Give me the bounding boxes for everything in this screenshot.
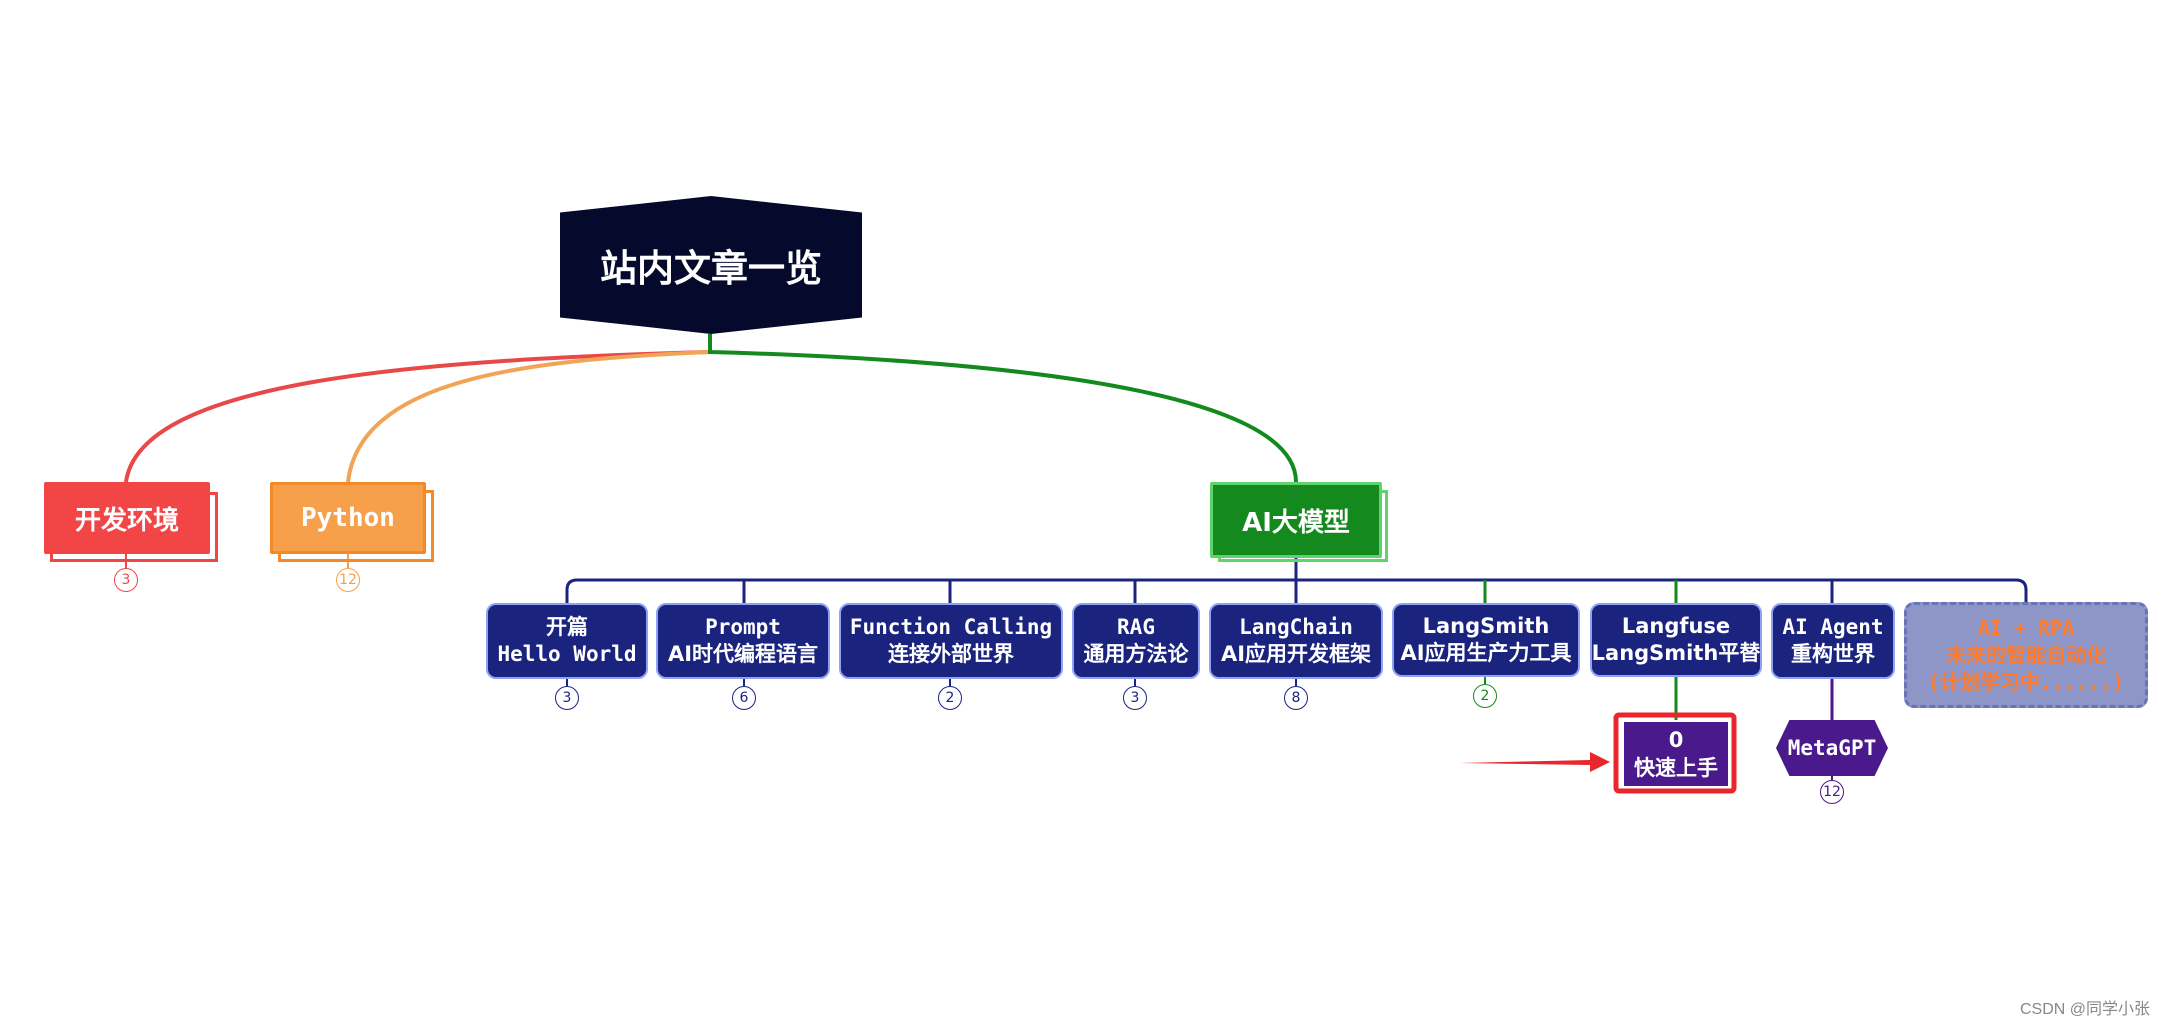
count-hello-world: 3 [555,686,579,710]
child-line2: 连接外部世界 [888,642,1014,666]
child-line2: 重构世界 [1791,642,1875,666]
grandchild-line2: 快速上手 [1634,756,1718,780]
child-ai-agent[interactable]: AI Agent 重构世界 [1771,603,1895,679]
child-line2: 通用方法论 [1083,642,1189,666]
grandchild-line1: 0 [1668,728,1684,752]
child-line2: AI时代编程语言 [667,642,819,666]
count-dev-env: 3 [114,568,138,592]
red-arrow [1460,752,1610,772]
count-langchain: 8 [1284,686,1308,710]
child-line1: Langfuse [1621,614,1731,638]
node-ai-models[interactable]: AI大模型 [1210,482,1382,558]
grandchild-metagpt[interactable]: MetaGPT [1776,720,1888,776]
watermark: CSDN @同学小张 [2019,1001,2150,1018]
child-line1: Function Calling [849,615,1053,639]
child-line2: 未来的智能自动化 [1946,642,2106,667]
child-line1: 开篇 [546,615,588,639]
count-python: 12 [336,568,360,592]
count-function-calling: 2 [938,686,962,710]
count-prompt: 6 [732,686,756,710]
child-line1: AI Agent [1782,615,1884,639]
node-dev-env-label: 开发环境 [74,505,179,536]
child-ai-rpa-planned[interactable]: AI + RPA 未来的智能自动化 (计划学习中......) [1904,602,2148,708]
link-root-python [346,350,711,483]
child-hello-world[interactable]: 开篇 Hello World [486,603,648,679]
child-function-calling[interactable]: Function Calling 连接外部世界 [839,603,1063,679]
child-prompt[interactable]: Prompt AI时代编程语言 [656,603,830,679]
child-line1: AI + RPA [1977,615,2075,640]
child-line2: Hello World [497,642,637,666]
child-line2: LangSmith平替 [1591,641,1761,665]
root-label: 站内文章一览 [600,247,822,290]
highlight-box [1613,712,1737,794]
node-ai-models-label: AI大模型 [1242,507,1350,538]
child-line1: Prompt [705,615,781,639]
child-line2: AI应用生产力工具 [1400,641,1572,665]
child-langsmith[interactable]: LangSmith AI应用生产力工具 [1392,603,1580,677]
root-node[interactable]: 站内文章一览 [560,196,862,334]
node-python[interactable]: Python [270,482,426,554]
child-line1: RAG [1117,615,1155,639]
count-rag: 3 [1123,686,1147,710]
child-langfuse[interactable]: Langfuse LangSmith平替 [1590,603,1762,677]
grandchild-quickstart[interactable]: 0 快速上手 [1624,722,1728,786]
child-line3: (计划学习中......) [1927,669,2125,694]
link-root-ai [708,334,1298,483]
child-langchain[interactable]: LangChain AI应用开发框架 [1209,603,1383,679]
link-root-devenv [124,350,711,483]
child-line1: LangSmith [1422,614,1550,638]
count-metagpt: 12 [1820,780,1844,804]
count-langsmith: 2 [1473,684,1497,708]
child-rag[interactable]: RAG 通用方法论 [1072,603,1200,679]
child-line1: LangChain [1239,615,1353,639]
node-python-label: Python [301,503,395,533]
child-line2: AI应用开发框架 [1220,642,1372,666]
node-dev-env[interactable]: 开发环境 [44,482,210,554]
grandchild-label: MetaGPT [1787,736,1877,760]
